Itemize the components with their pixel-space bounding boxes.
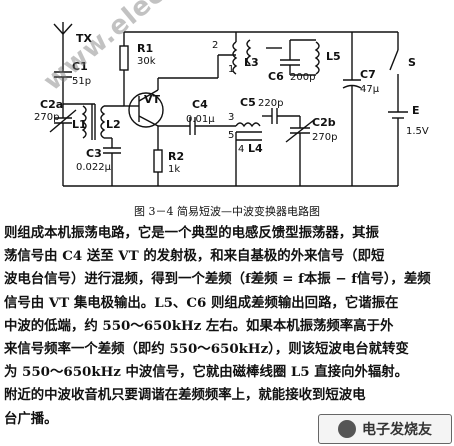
label-c4-value: 0.01μ <box>186 114 215 125</box>
antenna-icon <box>53 22 73 60</box>
variable-capacitor-c2a-icon <box>49 104 77 155</box>
label-e: E <box>412 104 420 117</box>
inductor-l5-icon <box>246 39 320 76</box>
label-pin-4: 4 <box>238 144 244 155</box>
paragraph-line: 则组成本机振荡电路，它是一个典型的电感反馈型振荡器，其振 <box>4 225 379 241</box>
capacitor-c7-icon <box>342 32 362 186</box>
switch-s-icon <box>360 31 399 112</box>
body-paragraph: 则组成本机振荡电路，它是一个典型的电感反馈型振荡器，其振 荡信号由 C4 送至 … <box>4 222 450 431</box>
label-pin-1: 1 <box>228 64 234 75</box>
label-pin-3: 3 <box>228 112 234 123</box>
label-c2a-value: 270p <box>34 112 59 123</box>
label-l4: L4 <box>248 142 263 155</box>
resistor-r1-icon <box>119 32 129 106</box>
label-pin-5: 5 <box>228 130 234 141</box>
label-r2: R2 <box>168 150 184 163</box>
paragraph-line: 波电台信号）进行混频，得到一个差频（f差频 = f本振 − f信号），差频 <box>4 271 431 288</box>
paragraph-line: 来信号频率一个差频（即约 550～650kHz），则该短波电台就转变 <box>4 341 409 358</box>
logo-text: 电子发烧友 <box>362 422 432 438</box>
label-l3: L3 <box>244 56 259 69</box>
label-l5: L5 <box>326 50 341 63</box>
resistor-r2-icon <box>153 149 163 186</box>
inductor-l3-icon <box>218 32 238 75</box>
battery-e-icon <box>388 111 408 186</box>
label-r1: R1 <box>137 42 153 55</box>
label-c3-value: 0.022μ <box>76 162 112 173</box>
paragraph-line: 荡信号由 C4 送至 VT 的发射极，和来自基极的外来信号（即短 <box>4 248 385 265</box>
paragraph-line: 信号由 VT 集电极输出。L5、C6 则组成差频输出回路，它谐振在 <box>4 294 399 311</box>
capacitor-c4-icon <box>158 117 218 135</box>
label-c3: C3 <box>86 147 102 160</box>
label-vt: VT <box>144 93 161 106</box>
label-c6-value: 200p <box>290 72 315 83</box>
label-r2-value: 1k <box>168 164 180 175</box>
label-pin-2: 2 <box>212 40 218 51</box>
paragraph-line: 为 550～650kHz 中波信号，它就由磁棒线圈 L5 直接向外辐射。 <box>4 364 409 381</box>
label-tx: TX <box>76 32 93 45</box>
capacitor-c3-icon <box>103 147 121 186</box>
label-c1: C1 <box>72 60 88 73</box>
label-c2b: C2b <box>312 116 336 129</box>
label-c7-value: 47μ <box>360 84 380 95</box>
paragraph-line: 中波的低端，约 550～650kHz 左右。如果本机振荡频率高于外 <box>4 317 394 334</box>
figure-caption: 图 3－4 简易短波—中波变换器电路图 <box>134 205 320 218</box>
capacitor-c5-icon <box>262 108 300 124</box>
label-l1: L1 <box>72 118 87 131</box>
label-c7: C7 <box>360 68 376 81</box>
label-s: S <box>408 56 416 69</box>
label-l2: L2 <box>106 118 121 131</box>
label-c4: C4 <box>192 98 208 111</box>
label-c2a: C2a <box>40 98 63 111</box>
label-e-value: 1.5V <box>406 126 429 137</box>
inductor-l4-icon <box>218 122 262 186</box>
transistor-vt-icon <box>124 78 164 150</box>
logo-mark-icon <box>338 420 356 438</box>
inductor-l1-l2-icon <box>81 104 124 148</box>
capacitor-c1-icon <box>54 60 72 104</box>
paragraph-line: 附近的中波收音机只要调谐在差频频率上，就能接收到短波电 <box>4 387 366 404</box>
variable-capacitor-c2b-icon <box>285 116 315 186</box>
label-c6: C6 <box>268 70 284 83</box>
label-c2b-value: 270p <box>312 132 337 143</box>
label-c5: C5 <box>240 96 256 109</box>
capacitor-c6-icon <box>280 40 300 75</box>
label-c1-value: 51p <box>72 76 91 87</box>
site-logo: 电子发烧友 <box>318 414 452 444</box>
circuit-diagram: TX C1 51p C2a 270p L1 L2 C3 0.022μ R1 30… <box>34 22 429 187</box>
label-r1-value: 30k <box>137 56 156 67</box>
label-c5-value: 220p <box>258 98 283 109</box>
paragraph-line: 台广播。 <box>4 410 58 427</box>
